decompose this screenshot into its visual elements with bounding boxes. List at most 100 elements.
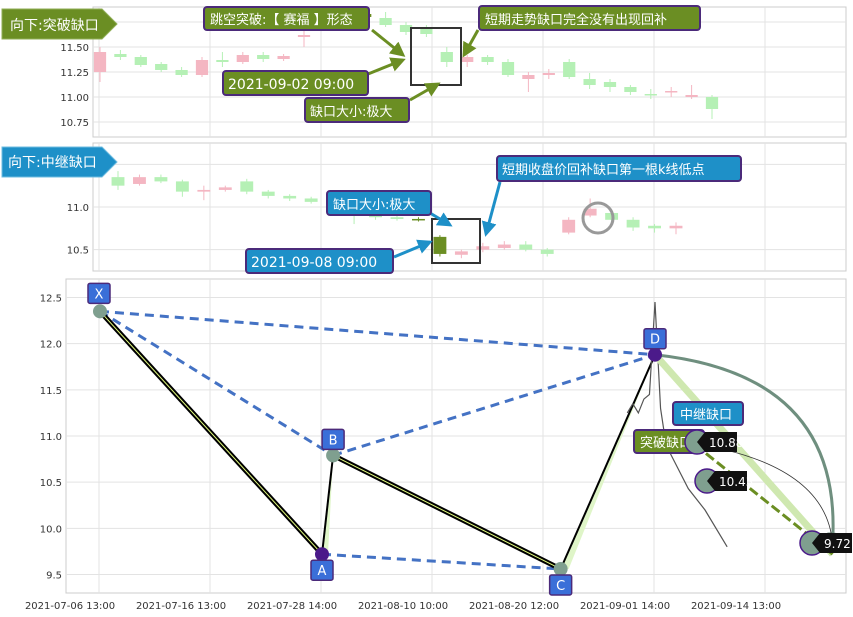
candle-body bbox=[522, 75, 535, 79]
projection-arc-thin bbox=[724, 449, 833, 545]
candle-body bbox=[111, 177, 125, 186]
point-label-bg bbox=[310, 559, 334, 581]
point-label-bg bbox=[321, 428, 345, 451]
x-tick-label: 2021-07-06 13:00 bbox=[25, 601, 115, 612]
candle-body bbox=[412, 218, 425, 221]
arrow-no-fill bbox=[462, 29, 480, 58]
candle-body bbox=[304, 198, 318, 202]
xabcd-pattern: X A B C D bbox=[87, 282, 840, 596]
candle-body bbox=[481, 57, 494, 62]
svg-text:跳空突破:【 赛福 】形态: 跳空突破:【 赛福 】形态 bbox=[210, 12, 353, 28]
panel2-tag-text: 向下:中继缺口 bbox=[8, 155, 97, 171]
callout-gap-size2: 缺口大小:极大 bbox=[326, 190, 432, 216]
callout-gap-size1: 缺口大小:极大 bbox=[304, 97, 410, 123]
candle-body bbox=[685, 95, 698, 97]
callout-no-fill: 短期走势缺口完全没有出现回补 bbox=[478, 5, 701, 31]
candle-body bbox=[240, 181, 254, 192]
candle-body bbox=[705, 97, 719, 109]
candle-body bbox=[154, 177, 168, 182]
svg-text:缺口大小:极大: 缺口大小:极大 bbox=[310, 105, 392, 120]
candle-body bbox=[257, 55, 270, 59]
candle-body bbox=[155, 64, 168, 70]
x-tick-label: 2021-09-01 14:00 bbox=[580, 601, 670, 612]
solid-leg-inner bbox=[99, 310, 323, 555]
candle-body bbox=[420, 27, 433, 34]
y-tick-label: 11.00 bbox=[60, 93, 89, 104]
point-node bbox=[553, 561, 568, 576]
point-label-bg bbox=[643, 327, 667, 350]
svg-text:2021-09-02 09:00: 2021-09-02 09:00 bbox=[228, 77, 354, 93]
y-tick-label: 11.25 bbox=[60, 68, 89, 79]
candle-body bbox=[93, 52, 107, 72]
dashed-leg bbox=[99, 310, 334, 457]
svg-text:中继缺口: 中继缺口 bbox=[680, 408, 732, 423]
candle-body bbox=[114, 54, 127, 57]
panel2-tag: 向下:中继缺口 bbox=[1, 146, 118, 178]
candle-body bbox=[390, 217, 404, 219]
y-tick-label: 10.5 bbox=[67, 246, 89, 257]
candle-body bbox=[648, 225, 661, 229]
price-tag-bg bbox=[697, 432, 737, 452]
svg-text:2021-09-08 09:00: 2021-09-08 09:00 bbox=[251, 255, 377, 271]
candle-body bbox=[603, 82, 617, 87]
svg-text:突破缺口: 突破缺口 bbox=[640, 435, 692, 451]
candle-body bbox=[497, 244, 511, 248]
point-label: A bbox=[318, 564, 327, 579]
point-label: B bbox=[329, 433, 338, 448]
fill-point-circle bbox=[581, 201, 615, 235]
candle-body bbox=[461, 57, 474, 62]
point-node bbox=[648, 347, 662, 362]
arrow-fill-point bbox=[481, 181, 502, 237]
callout-fill-point: 短期收盘价回补缺口第一根k线低点 bbox=[496, 155, 742, 182]
arrow-gap1 bbox=[409, 82, 441, 102]
candle-body bbox=[501, 62, 515, 75]
y-tick-label: 9.5 bbox=[46, 571, 62, 582]
candle-body bbox=[440, 52, 453, 62]
y-tick-label: 11.0 bbox=[67, 203, 89, 214]
candle-body bbox=[133, 177, 146, 184]
arrow-gap2 bbox=[429, 211, 453, 227]
price-tag-bg bbox=[707, 471, 747, 491]
arrow-pattern bbox=[371, 28, 406, 57]
y-tick-label: 12.5 bbox=[40, 293, 62, 304]
candle-body bbox=[583, 208, 597, 216]
dashed-leg bbox=[99, 309, 656, 357]
price-tag-label: 10.88 bbox=[709, 436, 743, 450]
panel3-y-ticks: 12.512.011.511.010.510.09.5 bbox=[40, 293, 62, 581]
point-label-bg bbox=[87, 282, 111, 305]
candle-body bbox=[277, 56, 290, 59]
panel1-tag: 向下:突破缺口 bbox=[1, 8, 118, 40]
candle-body bbox=[540, 249, 554, 254]
projection-arc bbox=[654, 353, 840, 545]
candle-body bbox=[562, 219, 576, 233]
candle-body bbox=[379, 18, 392, 25]
y-tick-label: 10.5 bbox=[40, 478, 62, 489]
candle-body bbox=[195, 60, 209, 75]
candle-body bbox=[519, 244, 533, 250]
x-tick-label: 2021-07-28 14:00 bbox=[247, 601, 337, 612]
solid-leg-inner bbox=[332, 454, 561, 570]
x-tick-label: 2021-08-10 10:00 bbox=[358, 601, 448, 612]
candle-body bbox=[644, 94, 657, 96]
price-line bbox=[626, 302, 728, 548]
dashed-leg bbox=[332, 353, 656, 457]
point-label: D bbox=[650, 333, 660, 348]
projection-leg bbox=[652, 352, 836, 557]
point-label: X bbox=[95, 287, 104, 302]
y-tick-label: 11.50 bbox=[60, 43, 89, 54]
point-label-bg bbox=[548, 574, 573, 596]
candle-body bbox=[542, 73, 555, 75]
callout-date2: 2021-09-08 09:00 bbox=[245, 248, 394, 274]
candle-body bbox=[624, 87, 637, 92]
candle-body bbox=[216, 60, 229, 62]
x-tick-label: 2021-08-20 12:00 bbox=[469, 601, 559, 612]
candle-body bbox=[283, 195, 297, 199]
point-label: C bbox=[556, 579, 565, 594]
candle-body bbox=[134, 57, 147, 65]
x-tick-label: 2021-09-14 13:00 bbox=[691, 601, 781, 612]
candle-body bbox=[626, 219, 640, 228]
candle-body bbox=[261, 191, 275, 196]
price-tag-label: 10.43 bbox=[719, 475, 753, 489]
